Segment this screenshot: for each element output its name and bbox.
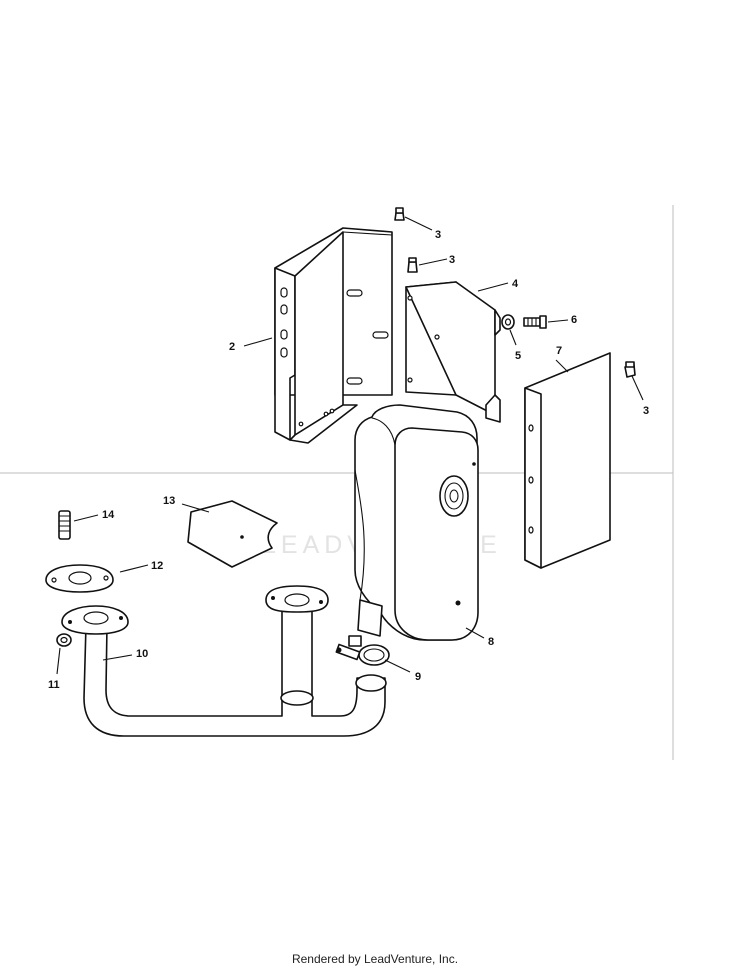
leader-6 bbox=[547, 319, 569, 323]
leader-12 bbox=[119, 564, 149, 573]
callout-2: 2 bbox=[229, 341, 235, 353]
callout-3-right: 3 bbox=[643, 405, 649, 417]
callout-4: 4 bbox=[512, 278, 519, 290]
part-3-screw-right bbox=[624, 361, 636, 378]
part-4-heat-shield-bracket bbox=[405, 281, 501, 423]
leader-3b bbox=[418, 258, 448, 266]
part-8-muffler bbox=[354, 404, 479, 641]
callout-13: 13 bbox=[163, 495, 175, 507]
leader-4 bbox=[477, 282, 509, 292]
leader-3a bbox=[404, 216, 433, 231]
part-3-screw-middle bbox=[407, 257, 418, 273]
leader-7 bbox=[555, 359, 569, 373]
callout-3-top: 3 bbox=[435, 229, 441, 241]
callout-7: 7 bbox=[556, 345, 562, 357]
callout-12: 12 bbox=[151, 560, 163, 572]
leader-8 bbox=[465, 627, 485, 639]
callout-14: 14 bbox=[102, 509, 115, 521]
part-12-gasket bbox=[45, 564, 114, 593]
leader-11 bbox=[56, 647, 61, 675]
leader-14 bbox=[73, 514, 99, 522]
part-5-nut bbox=[501, 314, 515, 330]
callout-8: 8 bbox=[488, 636, 494, 648]
part-7-heat-shield bbox=[524, 352, 611, 569]
leader-5 bbox=[509, 329, 517, 346]
leader-13 bbox=[181, 503, 210, 513]
callout-6: 6 bbox=[571, 314, 577, 326]
part-9-clamp bbox=[335, 635, 390, 666]
leader-2 bbox=[243, 337, 273, 347]
callout-5: 5 bbox=[515, 350, 521, 362]
part-11-nut bbox=[56, 633, 72, 647]
leader-10 bbox=[102, 654, 133, 661]
part-14-stud bbox=[58, 510, 71, 540]
leader-3c bbox=[631, 375, 644, 401]
callout-3-middle: 3 bbox=[449, 254, 455, 266]
part-10-exhaust-pipe bbox=[61, 585, 387, 737]
callout-9: 9 bbox=[415, 671, 421, 683]
leader-9 bbox=[384, 659, 411, 673]
callout-10: 10 bbox=[136, 648, 148, 660]
part-2-mounting-bracket bbox=[274, 227, 393, 444]
part-3-screw-top bbox=[394, 207, 405, 221]
callout-11: 11 bbox=[48, 679, 60, 691]
rendered-by-footer: Rendered by LeadVenture, Inc. bbox=[291, 952, 459, 966]
part-6-bolt bbox=[523, 315, 547, 329]
part-13-spark-arrestor-pad bbox=[187, 500, 278, 568]
